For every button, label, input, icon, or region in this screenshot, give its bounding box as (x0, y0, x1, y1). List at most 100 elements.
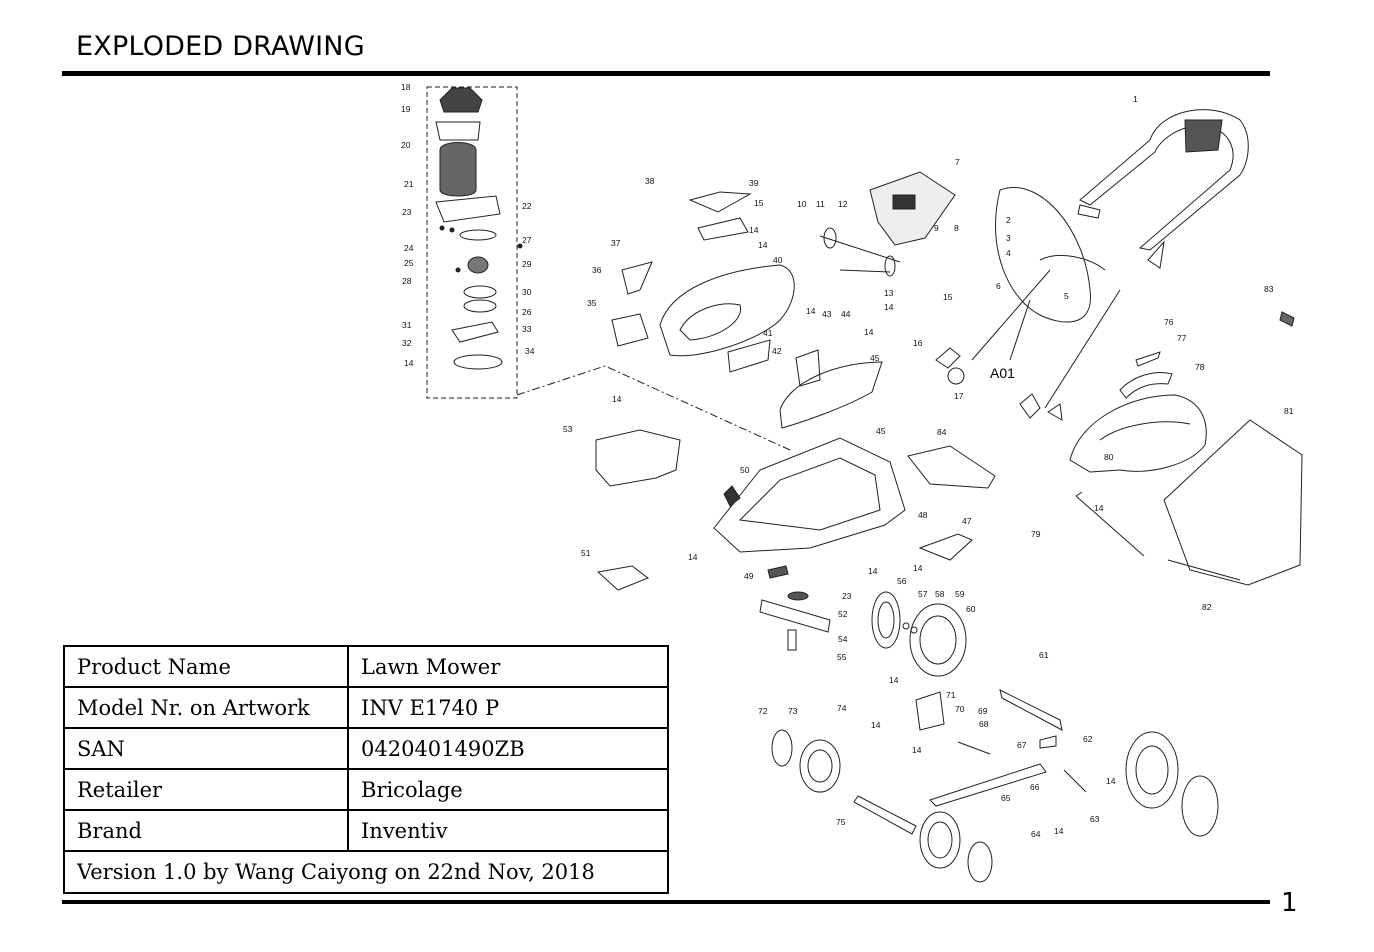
part-label-14-repeat: 14 (913, 563, 923, 573)
deck-housing (595, 429, 996, 561)
part-label-55: 55 (837, 652, 847, 662)
footer-rule (62, 900, 1270, 904)
part-label-14-repeat: 14 (1106, 776, 1116, 786)
table-row: SAN 0420401490ZB (63, 727, 669, 770)
part-label-9: 9 (934, 223, 939, 233)
part-label-62: 62 (1083, 734, 1093, 744)
part-label-7: 7 (955, 157, 960, 167)
part-label-19: 19 (401, 104, 411, 114)
part-label-70: 70 (955, 704, 965, 714)
spec-value: Bricolage (347, 768, 669, 811)
table-row: Model Nr. on Artwork INV E1740 P (63, 686, 669, 729)
part-label-14-repeat: 14 (871, 720, 881, 730)
page-number: 1 (1281, 888, 1298, 918)
part-label-29: 29 (522, 259, 532, 269)
part-label-45-repeat: 45 (876, 426, 886, 436)
part-label-3: 3 (1006, 233, 1011, 243)
part-label-82: 82 (1202, 602, 1212, 612)
part-label-17: 17 (954, 391, 964, 401)
part-label-14-repeat: 14 (912, 745, 922, 755)
part-label-8: 8 (954, 223, 959, 233)
part-label-47: 47 (962, 516, 972, 526)
part-label-5: 5 (1064, 291, 1069, 301)
part-label-63: 63 (1090, 814, 1100, 824)
part-label-28: 28 (402, 276, 412, 286)
table-row: Version 1.0 by Wang Caiyong on 22nd Nov,… (63, 850, 669, 894)
part-label-30: 30 (522, 287, 532, 297)
a01-assembly-label: A01 (990, 365, 1015, 381)
part-label-14-repeat: 14 (868, 566, 878, 576)
part-label-14-repeat: 14 (806, 306, 816, 316)
spec-key: Product Name (63, 645, 349, 688)
spec-value: Inventiv (347, 809, 669, 852)
header-rule (62, 71, 1270, 76)
grass-catcher (1069, 311, 1303, 586)
part-label-58: 58 (935, 589, 945, 599)
table-row: Brand Inventiv (63, 809, 669, 852)
part-label-21: 21 (404, 179, 414, 189)
part-label-20: 20 (401, 140, 411, 150)
part-label-61: 61 (1039, 650, 1049, 660)
spec-value: INV E1740 P (347, 686, 669, 729)
part-label-14-repeat: 14 (688, 552, 698, 562)
motor-group-frame (426, 86, 518, 399)
part-label-14-repeat: 14 (749, 225, 759, 235)
part-label-51: 51 (581, 548, 591, 558)
part-label-84: 84 (937, 427, 947, 437)
part-label-60: 60 (966, 604, 976, 614)
part-label-1: 1 (1133, 94, 1138, 104)
part-label-15a: 15 (943, 292, 953, 302)
part-label-59: 59 (955, 589, 965, 599)
spec-key: Brand (63, 809, 349, 852)
part-label-31: 31 (402, 320, 412, 330)
part-label-75: 75 (836, 817, 846, 827)
part-label-14-repeat: 14 (612, 394, 622, 404)
part-label-36: 36 (592, 265, 602, 275)
part-label-38: 38 (645, 176, 655, 186)
part-label-26: 26 (522, 307, 532, 317)
part-label-23a: 23 (402, 207, 412, 217)
part-label-74: 74 (837, 703, 847, 713)
page-title: EXPLODED DRAWING (76, 31, 365, 62)
part-label-2: 2 (1006, 215, 1011, 225)
part-label-32: 32 (402, 338, 412, 348)
part-labels: 1 2 3 4 5 6 7 8 9 10 11 12 13 14 15 16 1… (401, 82, 1294, 839)
part-label-10: 10 (797, 199, 807, 209)
spec-value: Lawn Mower (347, 645, 669, 688)
part-label-14-repeat: 14 (1094, 503, 1104, 513)
part-label-11: 11 (816, 199, 825, 209)
part-label-56: 56 (897, 576, 907, 586)
part-label-27: 27 (522, 235, 532, 245)
part-label-6: 6 (996, 281, 1001, 291)
handle-assembly (819, 109, 1249, 421)
part-label-42: 42 (772, 346, 782, 356)
part-label-66: 66 (1030, 782, 1040, 792)
motor-leader-line (516, 365, 791, 451)
part-label-68: 68 (979, 719, 989, 729)
part-label-49: 49 (744, 571, 754, 581)
spec-key: Model Nr. on Artwork (63, 686, 349, 729)
version-note: Version 1.0 by Wang Caiyong on 22nd Nov,… (63, 850, 669, 894)
part-label-72: 72 (758, 706, 768, 716)
part-label-14-repeat: 14 (758, 240, 768, 250)
part-label-77: 77 (1177, 333, 1187, 343)
part-label-71: 71 (946, 690, 956, 700)
upper-covers (611, 191, 883, 429)
part-label-53: 53 (563, 424, 573, 434)
spec-key: SAN (63, 727, 349, 770)
part-label-76: 76 (1164, 317, 1174, 327)
part-label-65: 65 (1001, 793, 1011, 803)
part-label-39: 39 (749, 178, 759, 188)
part-label-34: 34 (525, 346, 535, 356)
wheel-assembly (771, 591, 1219, 883)
part-label-73: 73 (788, 706, 798, 716)
part-label-14-repeat: 14 (404, 358, 414, 368)
spec-value: 0420401490ZB (347, 727, 669, 770)
motor-stack (435, 87, 523, 370)
part-label-43: 43 (822, 309, 832, 319)
part-label-50: 50 (740, 465, 750, 475)
part-label-81: 81 (1284, 406, 1294, 416)
blade-parts (596, 565, 831, 651)
part-label-54: 54 (838, 634, 848, 644)
part-label-80: 80 (1104, 452, 1114, 462)
